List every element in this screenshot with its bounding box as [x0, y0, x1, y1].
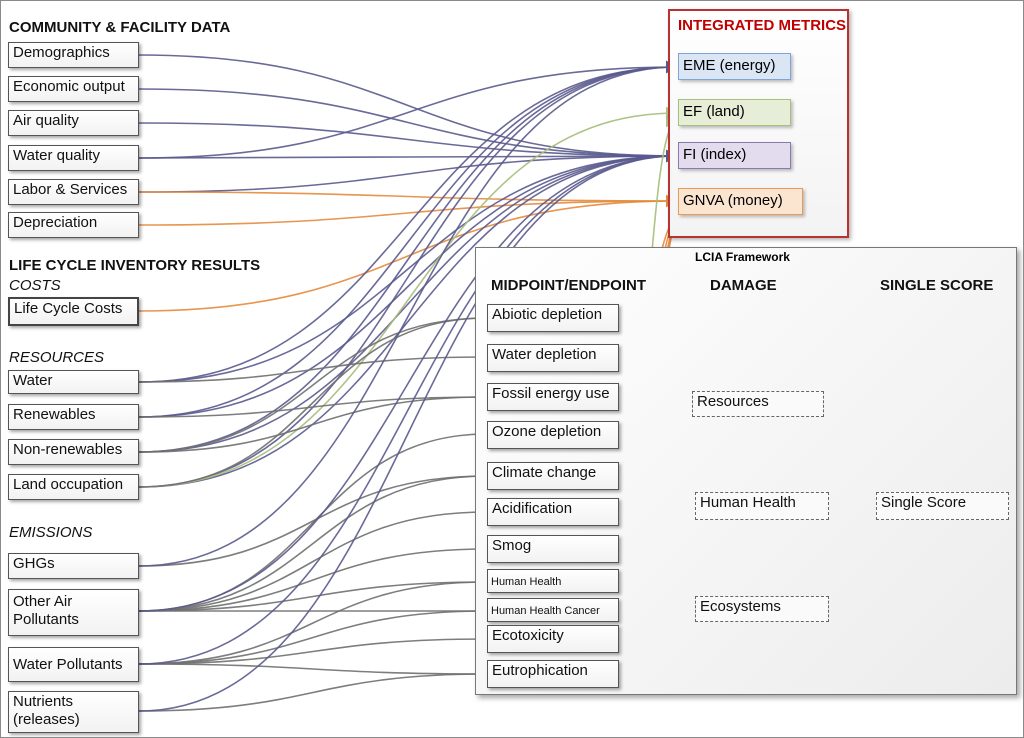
subheading-emissions: EMISSIONS	[9, 524, 93, 541]
link-ghg-climate	[138, 469, 489, 567]
community-labor-services: Labor & Services	[8, 179, 139, 205]
link-land-abiotic	[138, 311, 489, 488]
resource-renewables: Renewables	[8, 404, 139, 430]
link-resource-fi-3	[138, 149, 679, 488]
link-air-mid-4	[138, 575, 489, 612]
link-nonrenew-abiotic	[138, 311, 489, 453]
subheading-costs: COSTS	[9, 277, 61, 294]
link-air-mid-3	[138, 542, 489, 612]
link-resource-fi-0	[138, 149, 679, 383]
link-waterq-eme	[138, 60, 679, 159]
link-lcc-gnva	[138, 194, 679, 312]
subheading-resources: RESOURCES	[9, 349, 105, 366]
column-damage: DAMAGE	[710, 277, 777, 294]
midpoint-ecotoxicity: Ecotoxicity	[487, 625, 619, 653]
link-resource-fi-1	[138, 149, 679, 418]
link-air-fi	[138, 122, 679, 163]
link-waterq-fi	[138, 149, 679, 163]
link-demographics-fi	[138, 54, 679, 163]
link-resource-fi-2	[138, 149, 679, 453]
midpoint-abiotic-depletion: Abiotic depletion	[487, 304, 619, 332]
link-waterpoll-mid-2	[138, 632, 489, 665]
midpoint-ozone-depletion: Ozone depletion	[487, 421, 619, 449]
midpoint-eutrophication: Eutrophication	[487, 660, 619, 688]
link-economic-fi	[138, 88, 679, 163]
resource-land-occupation: Land occupation	[8, 474, 139, 500]
link-depreciation-gnva	[138, 194, 679, 226]
metric-ef-land: EF (land)	[678, 99, 791, 126]
lcia-framework-title: LCIA Framework	[695, 250, 790, 264]
link-air-mid-1	[138, 469, 489, 612]
emission-ghgs: GHGs	[8, 553, 139, 579]
link-nutrients-fi	[138, 149, 679, 712]
resource-non-renewables: Non-renewables	[8, 439, 139, 465]
midpoint-human-health-noncancer: Human Health NonCancer	[487, 569, 619, 593]
midpoint-fossil-energy-use: Fossil energy use	[487, 383, 619, 411]
emission-nutrients: Nutrients (releases)	[8, 691, 139, 733]
link-resource-eme-1	[138, 60, 679, 418]
link-water-waterdepletion	[138, 350, 489, 383]
link-waterpoll-mid-1	[138, 604, 489, 665]
midpoint-smog: Smog	[487, 535, 619, 563]
metric-fi-index: FI (index)	[678, 142, 791, 169]
column-midpoint-endpoint: MIDPOINT/ENDPOINT	[491, 277, 647, 294]
midpoint-water-depletion: Water depletion	[487, 344, 619, 372]
midpoint-climate-change: Climate change	[487, 462, 619, 490]
emission-other-air-pollutants: Other Air Pollutants	[8, 589, 139, 636]
link-resource-eme-2	[138, 60, 679, 453]
link-ghg-eme	[138, 60, 679, 567]
integrated-metrics-title: INTEGRATED METRICS	[678, 17, 847, 34]
resource-water: Water	[8, 370, 139, 394]
link-waterpoll-mid-0	[138, 575, 489, 665]
emission-water-pollutants: Water Pollutants	[8, 647, 139, 682]
link-air-fi	[138, 149, 679, 612]
link-waterpoll-fi	[138, 149, 679, 665]
heading-community: COMMUNITY & FACILITY DATA	[9, 19, 231, 36]
link-labor-fi	[138, 149, 679, 193]
community-water-quality: Water quality	[8, 145, 139, 171]
lci-life-cycle-costs: Life Cycle Costs	[8, 297, 139, 326]
damage-human-health: Human Health	[695, 492, 829, 520]
link-waterpoll-mid-3	[138, 663, 489, 681]
community-economic-output: Economic output	[8, 76, 139, 102]
link-resource-eme-0	[138, 60, 679, 383]
link-labor-gnva	[138, 191, 679, 208]
metric-gnva-money: GNVA (money)	[678, 188, 803, 215]
community-air-quality: Air quality	[8, 110, 139, 136]
single-score: Single Score	[876, 492, 1009, 520]
link-air-mid-2	[138, 505, 489, 612]
heading-lci: LIFE CYCLE INVENTORY RESULTS	[9, 257, 261, 274]
link-land-ef	[138, 106, 679, 488]
link-resource-eme-3	[138, 60, 679, 488]
link-nutrients-eutro	[138, 667, 489, 712]
link-nonrenew-fossil	[138, 390, 489, 453]
damage-resources: Resources	[692, 391, 824, 417]
midpoint-acidification: Acidification	[487, 498, 619, 526]
damage-ecosystems: Ecosystems	[695, 596, 829, 622]
column-single-score: SINGLE SCORE	[880, 277, 994, 294]
midpoint-human-health-cancer: Human Health Cancer	[487, 598, 619, 622]
metric-eme-energy: EME (energy)	[678, 53, 791, 80]
community-depreciation: Depreciation	[8, 212, 139, 238]
community-demographics: Demographics	[8, 42, 139, 68]
